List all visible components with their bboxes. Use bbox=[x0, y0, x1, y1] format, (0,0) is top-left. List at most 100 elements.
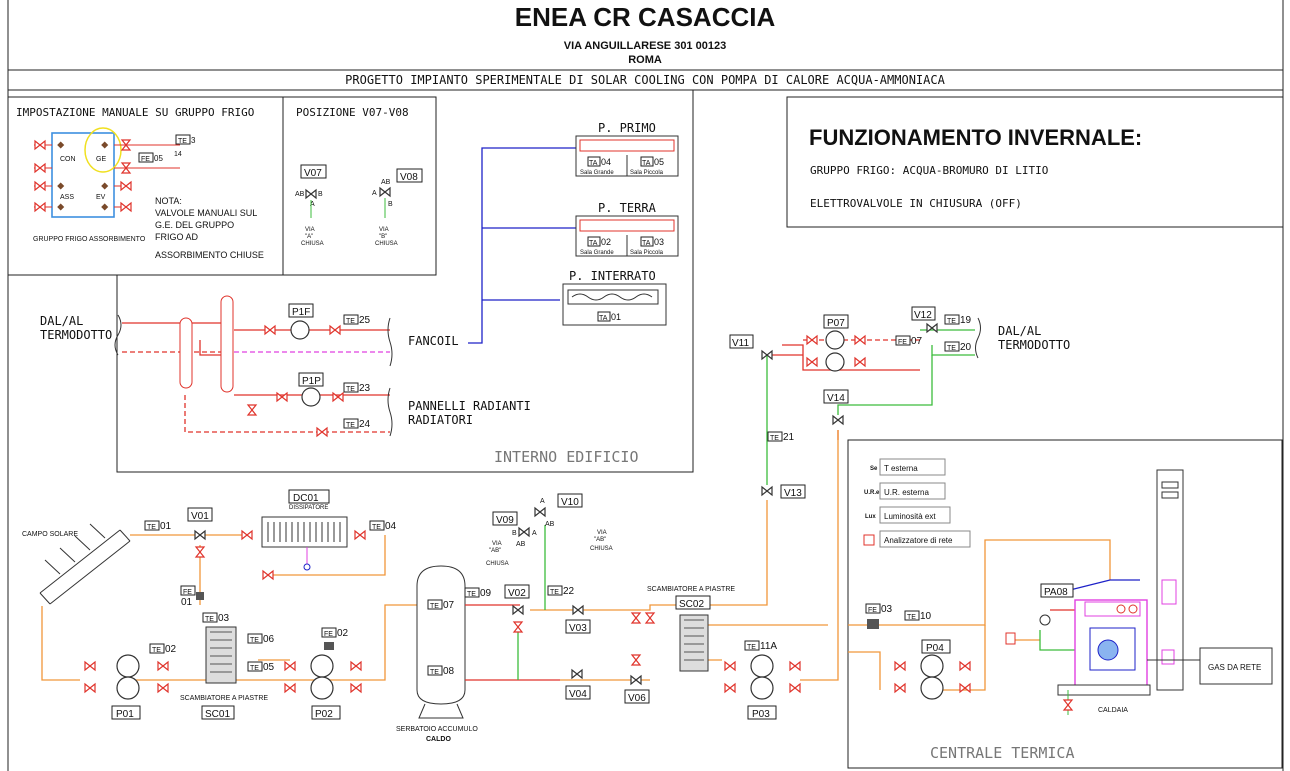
te10-sensor: TE bbox=[904, 610, 920, 621]
p01-pump-b bbox=[116, 676, 140, 700]
central-legend-1-text-label: U.R. esterna bbox=[884, 488, 929, 497]
te03-sensor: TE bbox=[202, 612, 218, 623]
building-p1p-label: P1P bbox=[302, 376, 321, 387]
ge-highlight bbox=[84, 127, 122, 173]
prefix-te-label: TE bbox=[430, 603, 439, 610]
te3-sensor: TE bbox=[175, 134, 191, 145]
tank-te08-label: 08 bbox=[443, 666, 455, 677]
mode-title: FUNZIONAMENTO INVERNALE: bbox=[809, 125, 1142, 150]
boiler-room-label: CENTRALE TERMICA bbox=[930, 744, 1075, 762]
gas-supply bbox=[1199, 647, 1273, 685]
prefix-fe-label: FE bbox=[868, 607, 877, 614]
manual_panel-labels-con-label: CON bbox=[60, 156, 76, 163]
solar-scambiatore-label: SCAMBIATORE A PIASTRE bbox=[180, 695, 268, 702]
mode-line-2: ELETTROVALVOLE IN CHIUSURA (OFF) bbox=[810, 197, 1022, 210]
central-legend-3-text-label: Analizzatore di rete bbox=[884, 536, 953, 545]
building-inlet-1-label: TERMODOTTO bbox=[40, 328, 112, 342]
position_panel-v08-left-label: A bbox=[372, 190, 377, 197]
manual_panel-note-1-label: VALVOLE MANUALI SUL bbox=[155, 208, 257, 218]
v12-tag: V12 bbox=[911, 306, 936, 321]
solar-loop: CAMPO SOLARE TE 01 V01 DC01 DISSIPATORE bbox=[22, 489, 420, 720]
p02-tag: P02 bbox=[311, 705, 341, 720]
p1f-pump bbox=[290, 320, 310, 340]
middle-v09_lbl-way-label: "AB" bbox=[489, 548, 501, 554]
middle-v06-label: V06 bbox=[628, 693, 646, 704]
floors-primo-title-label: P. PRIMO bbox=[598, 121, 656, 135]
prefix-ta-label: TA bbox=[589, 240, 598, 247]
manual_panel-labels-ge-label: GE bbox=[96, 156, 106, 163]
middle-scambiatore-label: SCAMBIATORE A PIASTRE bbox=[647, 586, 735, 593]
prefix-fe-label: FE bbox=[898, 339, 907, 346]
tank-caption2-label: CALDO bbox=[426, 736, 451, 743]
right_side-p07-label: P07 bbox=[827, 318, 845, 329]
prefix-te-label: TE bbox=[550, 589, 559, 596]
v13-tag: V13 bbox=[780, 484, 806, 499]
solar-dissipatore-label: DISSIPATORE bbox=[289, 505, 328, 511]
external-sensors-legend: Se T esterna U.R.e U.R. esterna Lux Lumi… bbox=[863, 458, 971, 548]
boiler-room: CENTRALE TERMICA Se T esterna U.R.e U.R.… bbox=[847, 439, 1283, 769]
solar-te03-label: 03 bbox=[218, 613, 230, 624]
right_side-te21-label: 21 bbox=[783, 432, 795, 443]
prefix-te-label: TE bbox=[346, 422, 355, 429]
prefix-te-label: TE bbox=[205, 616, 214, 623]
p07-tag: P07 bbox=[823, 314, 849, 329]
right_side-v12-label: V12 bbox=[914, 310, 932, 321]
fe03-sensor: FE bbox=[865, 603, 881, 614]
prefix-te-label: TE bbox=[372, 524, 381, 531]
tank-te07-label: 07 bbox=[443, 600, 455, 611]
prefix-ta-label: TA bbox=[589, 160, 598, 167]
position_panel-v07-state-label: CHIUSA bbox=[301, 241, 324, 247]
right_side-outlet-0-label: DAL/AL bbox=[998, 324, 1041, 338]
right_side-fe07-label: 07 bbox=[911, 336, 923, 347]
v07-tag: V07 bbox=[300, 164, 327, 179]
prefix-te-label: TE bbox=[430, 669, 439, 676]
solar-sc01-label: SC01 bbox=[205, 709, 230, 720]
prefix-ta-label: TA bbox=[642, 240, 651, 247]
middle-v10_lbl-via-label: VIA bbox=[597, 530, 607, 536]
middle-v09_lbl-via-label: VIA bbox=[492, 541, 502, 547]
position_panel-v08-tag-label: V08 bbox=[400, 172, 418, 183]
central-legend-0-key-label: Se bbox=[870, 466, 878, 472]
middle-v03-label: V03 bbox=[569, 623, 587, 634]
tank-te09-label: 09 bbox=[480, 588, 492, 599]
prefix-ta-label: TA bbox=[642, 160, 651, 167]
solar-p01-label: P01 bbox=[116, 709, 134, 720]
fe02-sensor: FE bbox=[321, 627, 337, 638]
manual-panel-title: IMPOSTAZIONE MANUALE SU GRUPPO FRIGO bbox=[16, 106, 254, 119]
right_side-te19-label: 19 bbox=[960, 315, 972, 326]
sc02-exchanger bbox=[679, 614, 709, 672]
middle-v10_lbl-a-label: A bbox=[540, 498, 545, 505]
middle-v10-label: V10 bbox=[561, 497, 579, 508]
building-label: INTERNO EDIFICIO bbox=[494, 448, 639, 466]
solar-te02-label: 02 bbox=[165, 644, 177, 655]
prefix-fe-label: FE bbox=[183, 589, 192, 596]
floors-terra-ta_b-label: 03 bbox=[654, 237, 664, 247]
floor-terra: P. TERRA TA 02 TA 03 Sala Grande Sala Pi… bbox=[575, 201, 679, 257]
v08-tag: V08 bbox=[396, 168, 423, 183]
central-legend-2-text-label: Luminosità ext bbox=[884, 512, 936, 521]
floors-terra-title-label: P. TERRA bbox=[598, 201, 657, 215]
central-pa08-label: PA08 bbox=[1044, 587, 1068, 598]
middle-v09_lbl-state-label: CHIUSA bbox=[486, 561, 509, 567]
floors-primo-ta_b-label: 05 bbox=[654, 157, 664, 167]
building-radiant-1-label: RADIATORI bbox=[408, 413, 473, 427]
v11-tag: V11 bbox=[729, 334, 754, 349]
manual_panel-note-2-label: G.E. DEL GRUPPO bbox=[155, 220, 234, 230]
manual-setting-panel: IMPOSTAZIONE MANUALE SU GRUPPO FRIGO CON… bbox=[7, 96, 437, 276]
p03-pump-a bbox=[750, 654, 774, 678]
middle-v09_lbl-ab-label: AB bbox=[516, 541, 526, 548]
storage-tank: TE 07 TE 08 TE 09 SERBATOIO ACCUMULO CAL… bbox=[396, 565, 492, 743]
floor-primo: P. PRIMO TA 04 TA 05 Sala Grande Sala Pi… bbox=[575, 121, 679, 177]
p04-pump-b bbox=[920, 676, 944, 700]
manual_panel-sensors-te3-label: 3 bbox=[191, 136, 196, 145]
central-legend-1-key-label: U.R.e bbox=[864, 490, 880, 496]
middle-te11a-label: 11A bbox=[760, 641, 777, 652]
site-city: ROMA bbox=[628, 54, 662, 66]
middle-v10_lbl-way-label: "AB" bbox=[594, 537, 606, 543]
prefix-te-label: TE bbox=[152, 647, 161, 654]
prefix-te-label: TE bbox=[147, 524, 156, 531]
te05-sensor: TE bbox=[247, 661, 263, 672]
middle-v04-label: V04 bbox=[569, 689, 587, 700]
right_side-v11-label: V11 bbox=[732, 338, 749, 349]
